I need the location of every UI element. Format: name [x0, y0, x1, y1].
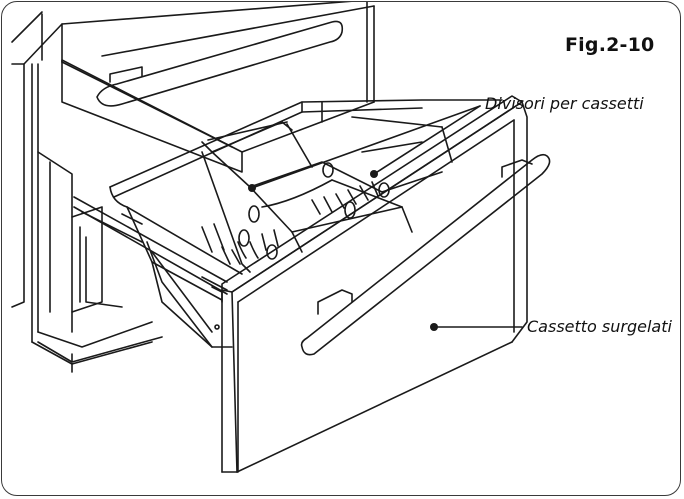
figure-label: Fig.2-10 [565, 34, 655, 56]
divider-callout-dot-1 [248, 184, 256, 192]
drawer-callout-dot [430, 323, 438, 331]
divider-callout-dot-2 [370, 170, 378, 178]
dividers-callout-label: Divisori per cassetti [485, 94, 644, 113]
drawer-rails [73, 196, 228, 330]
callout-leaders [248, 105, 523, 331]
drawer-basket [109, 99, 503, 348]
fridge-cabinet [11, 2, 375, 373]
freezer-drawer-callout-label: Cassetto surgelati [527, 317, 672, 336]
divider-leader-line-1 [251, 105, 481, 189]
divider-leader-line-2 [373, 105, 481, 175]
drawer-front [221, 95, 551, 473]
